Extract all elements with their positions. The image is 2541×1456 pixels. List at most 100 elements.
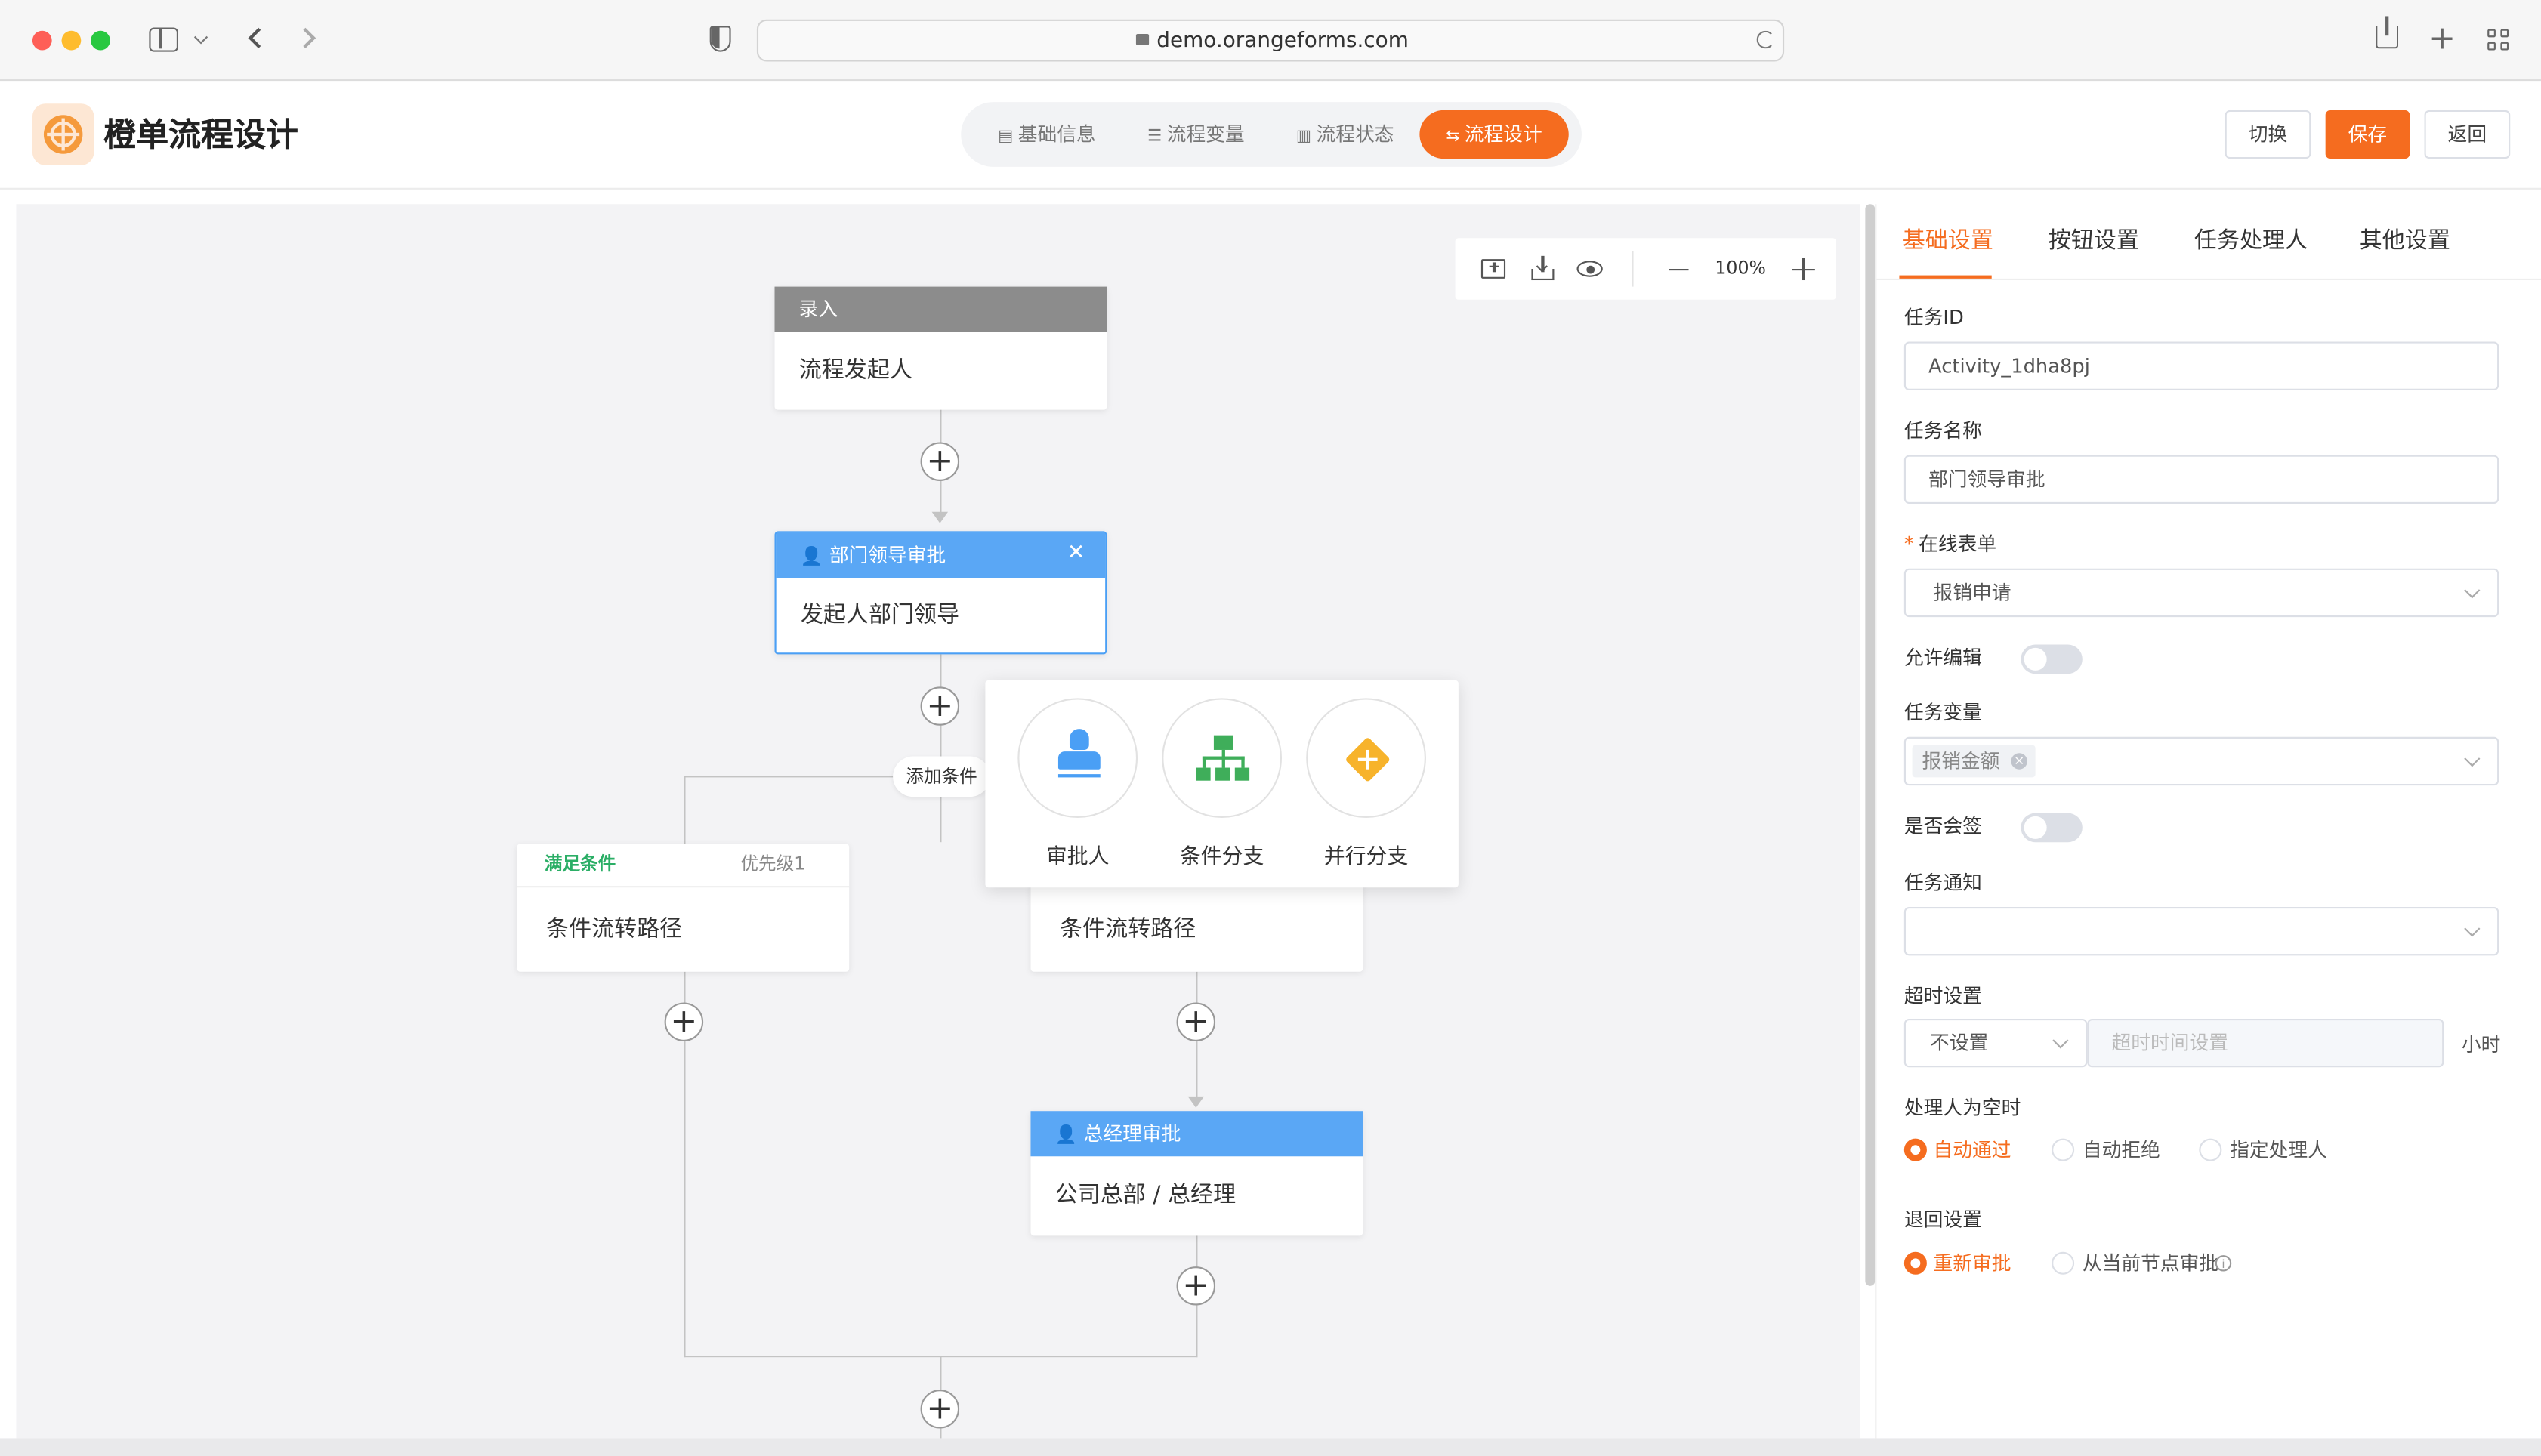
- connector-line: [684, 776, 686, 844]
- connector-line: [684, 971, 686, 1358]
- from-current-node-label[interactable]: 从当前节点审批: [2082, 1251, 2219, 1275]
- list-icon: ☰: [1147, 128, 1162, 147]
- preview-eye-icon[interactable]: [1575, 254, 1607, 284]
- new-tab-icon[interactable]: +: [2428, 17, 2456, 57]
- task-name-label: 任务名称: [1903, 419, 1982, 443]
- node-header: 录入: [774, 286, 1107, 332]
- zoom-out-icon[interactable]: [1664, 254, 1693, 284]
- add-node-button[interactable]: +: [920, 1390, 960, 1429]
- add-node-button[interactable]: +: [1176, 1266, 1216, 1306]
- sidebar-toggle-icon[interactable]: [149, 27, 178, 52]
- active-tab-indicator: [1899, 275, 1992, 279]
- re-approve-radio[interactable]: [1903, 1251, 1927, 1275]
- lock-icon: [1135, 34, 1149, 46]
- node-body: 条件流转路径: [546, 916, 683, 943]
- node-header: 部门领导审批: [829, 544, 946, 567]
- assign-handler-label[interactable]: 指定处理人: [2230, 1138, 2327, 1161]
- from-current-node-radio[interactable]: [2052, 1251, 2075, 1275]
- parallel-branch-label: 并行分支: [1323, 845, 1409, 870]
- assign-handler-radio[interactable]: [2199, 1138, 2222, 1161]
- online-form-select[interactable]: 报销申请: [1903, 568, 2499, 618]
- add-condition-button[interactable]: 添加条件: [893, 756, 990, 797]
- add-approver-option[interactable]: [1017, 698, 1138, 819]
- task-variables-select[interactable]: 报销金额 ×: [1903, 736, 2499, 786]
- timeout-select[interactable]: 不设置: [1903, 1018, 2088, 1068]
- tab-overview-icon[interactable]: [2487, 29, 2510, 52]
- share-icon[interactable]: [2376, 16, 2399, 49]
- scrollbar[interactable]: [1865, 204, 1876, 1286]
- timeout-unit: 小时: [2461, 1033, 2501, 1057]
- close-window-button[interactable]: [32, 30, 52, 51]
- switch-button[interactable]: 切换: [2225, 110, 2311, 159]
- priority-label: 优先级1: [740, 853, 806, 875]
- approver-label: 审批人: [1045, 845, 1110, 870]
- tab-other-settings[interactable]: 其他设置: [2359, 228, 2450, 254]
- connector-arrow: [931, 511, 949, 523]
- task-name-input[interactable]: 部门领导审批: [1903, 455, 2499, 504]
- app-title: 橙单流程设计: [103, 115, 298, 154]
- add-node-button[interactable]: +: [920, 686, 960, 726]
- add-condition-branch-option[interactable]: [1162, 698, 1283, 819]
- url-text: demo.orangeforms.com: [1156, 29, 1409, 54]
- timeout-hours-input[interactable]: 超时时间设置: [2087, 1018, 2444, 1068]
- chevron-down-icon: [2464, 921, 2481, 937]
- maximize-window-button[interactable]: [91, 30, 110, 51]
- open-folder-icon[interactable]: [1480, 254, 1509, 284]
- close-icon[interactable]: ✕: [1067, 541, 1085, 566]
- task-id-input[interactable]: Activity_1dha8pj: [1903, 341, 2499, 390]
- empty-handler-label: 处理人为空时: [1903, 1096, 2021, 1119]
- auto-pass-radio[interactable]: [1903, 1138, 1927, 1161]
- reject-settings-label: 退回设置: [1903, 1208, 1982, 1231]
- parallel-branch-icon: [1345, 736, 1391, 783]
- node-body: 发起人部门领导: [800, 602, 960, 629]
- reload-icon[interactable]: [1756, 30, 1775, 49]
- zoom-in-icon[interactable]: [1789, 254, 1819, 284]
- add-node-button[interactable]: +: [920, 442, 960, 481]
- start-node[interactable]: 录入 流程发起人: [774, 286, 1107, 410]
- shield-icon[interactable]: [709, 26, 731, 52]
- tab-flow-status[interactable]: ▥流程状态: [1295, 122, 1394, 147]
- download-icon[interactable]: [1528, 254, 1558, 284]
- address-bar[interactable]: demo.orangeforms.com: [756, 19, 1785, 62]
- variable-tag: 报销金额 ×: [1912, 745, 2036, 778]
- chevron-down-icon: [2464, 582, 2481, 599]
- back-button[interactable]: 返回: [2424, 110, 2511, 159]
- add-parallel-branch-option[interactable]: [1306, 698, 1426, 819]
- task-id-label: 任务ID: [1903, 306, 1964, 329]
- tag-close-icon[interactable]: ×: [2011, 753, 2027, 770]
- zoom-level: 100%: [1715, 257, 1766, 279]
- info-icon[interactable]: i: [2215, 1255, 2232, 1272]
- save-button[interactable]: 保存: [2325, 110, 2410, 159]
- allow-edit-switch[interactable]: [2021, 644, 2083, 674]
- auto-reject-label[interactable]: 自动拒绝: [2082, 1138, 2160, 1161]
- dept-leader-node[interactable]: 👤 部门领导审批 发起人部门领导 ✕: [774, 531, 1107, 655]
- add-node-button[interactable]: +: [1176, 1002, 1216, 1041]
- connector-arrow: [1187, 1096, 1205, 1108]
- node-body: 条件流转路径: [1060, 916, 1196, 943]
- condition-node[interactable]: 满足条件 优先级1 条件流转路径: [517, 844, 850, 972]
- condition-branch-icon: [1196, 735, 1251, 784]
- node-header: 总经理审批: [1083, 1122, 1181, 1146]
- task-variables-label: 任务变量: [1903, 701, 1982, 724]
- tab-basic-info[interactable]: ▤基础信息: [998, 122, 1096, 147]
- task-notify-select[interactable]: [1903, 906, 2499, 956]
- tab-flow-variables[interactable]: ☰流程变量: [1147, 122, 1245, 147]
- minimize-window-button[interactable]: [61, 30, 82, 51]
- countersign-switch[interactable]: [2021, 813, 2083, 843]
- general-manager-node[interactable]: 👤总经理审批 公司总部 / 总经理: [1030, 1111, 1363, 1236]
- auto-reject-radio[interactable]: [2052, 1138, 2075, 1161]
- re-approve-label[interactable]: 重新审批: [1933, 1251, 2011, 1275]
- tab-button-settings[interactable]: 按钮设置: [2048, 228, 2139, 254]
- file-icon: ▥: [1295, 128, 1312, 147]
- tab-flow-design[interactable]: ⇆流程设计: [1419, 110, 1569, 159]
- tab-basic-settings[interactable]: 基础设置: [1902, 228, 1993, 254]
- canvas-toolbar: [1455, 238, 1836, 300]
- chevron-down-icon: [2052, 1032, 2069, 1049]
- approver-icon: [1057, 729, 1102, 784]
- tab-task-handler[interactable]: 任务处理人: [2194, 228, 2308, 254]
- auto-pass-label[interactable]: 自动通过: [1933, 1138, 2011, 1161]
- flow-canvas[interactable]: [16, 204, 1860, 1439]
- add-node-button[interactable]: +: [664, 1002, 704, 1041]
- person-icon: 👤: [800, 545, 823, 567]
